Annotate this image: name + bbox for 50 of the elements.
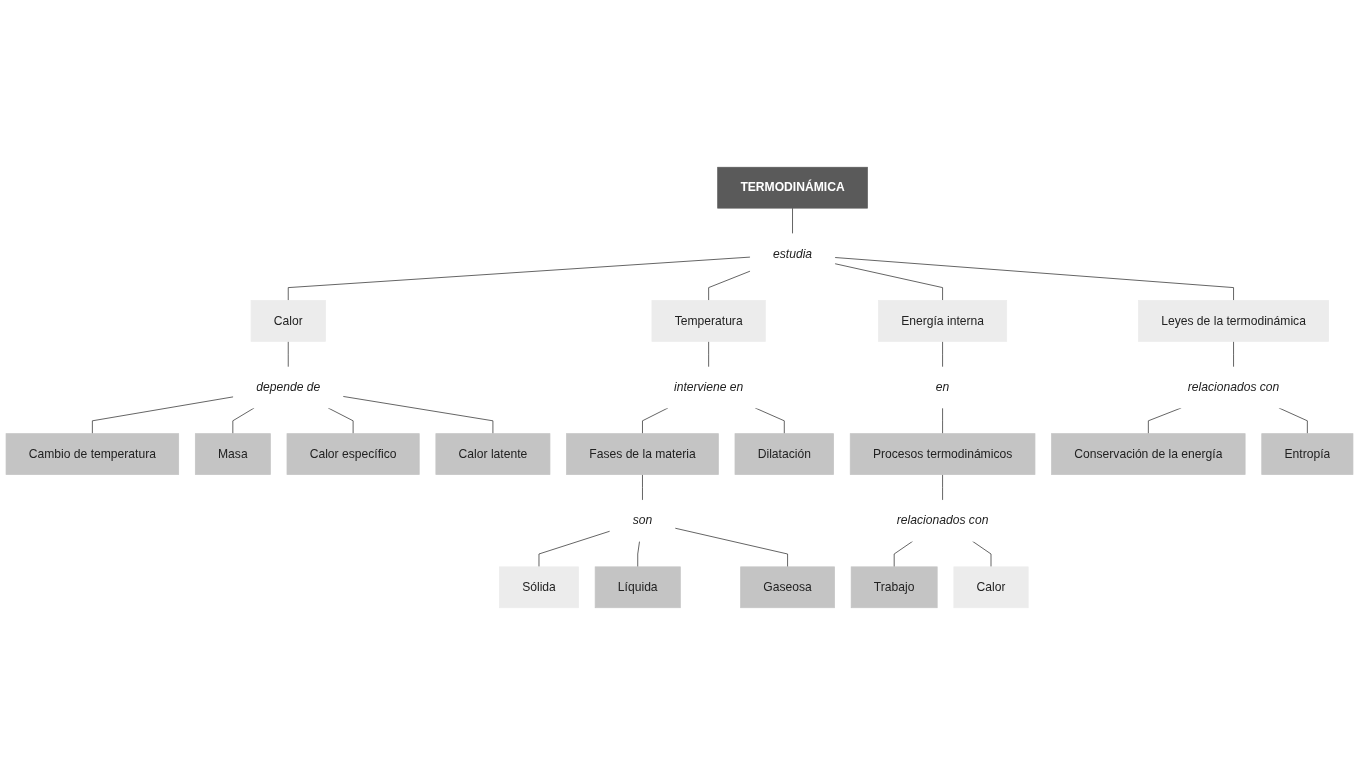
node-text: relacionados con [896,513,989,527]
node-box: Leyes de la termodinámica [1138,300,1329,342]
node-box: Trabajo [850,566,938,609]
connector [792,207,793,235]
connector [942,340,943,368]
node-box: Líquida [594,566,681,609]
node-text: relacionados con [1187,380,1280,394]
node-box: Procesos termodinámicos [849,433,1036,475]
connector [942,407,943,435]
connector [538,530,611,568]
node-box: Fases de la materia [566,433,719,475]
node-box: Temperatura [651,300,766,342]
node-box: Conservación de la energía [1051,433,1246,475]
connector [327,407,354,435]
connector [642,407,669,435]
connector [232,407,255,435]
connector [1233,340,1234,368]
node-box: Cambio de temperatura [5,433,180,475]
connector [287,256,751,301]
node-text: en [935,380,950,394]
node-box: Masa [194,433,271,475]
connector [834,263,943,301]
node-box: Sólida [499,566,579,609]
connector [834,257,1234,301]
connector [642,474,643,501]
node-text: depende de [256,380,321,394]
connector [1147,407,1182,435]
node-box: Energía interna [878,300,1008,342]
node-box: TERMODINÁMICA [717,166,868,209]
node-box: Gaseosa [740,566,835,609]
connector [674,527,788,568]
node-text: estudia [773,247,813,261]
node-text: interviene en [673,380,744,394]
connector [342,396,494,435]
node-box: Calor específico [286,433,420,475]
connector [708,270,751,301]
connector [92,396,234,435]
connector [1278,407,1308,435]
connector [754,407,785,435]
node-box: Calor latente [435,433,551,475]
node-box: Entropía [1261,433,1354,475]
connector [942,474,943,501]
node-text: son [632,513,653,527]
connector [893,540,914,568]
connector [971,540,992,568]
connector [637,540,640,568]
node-box: Calor [953,566,1029,609]
node-box: Dilatación [734,433,834,475]
node-box: Calor [250,300,326,342]
connector [708,340,710,368]
